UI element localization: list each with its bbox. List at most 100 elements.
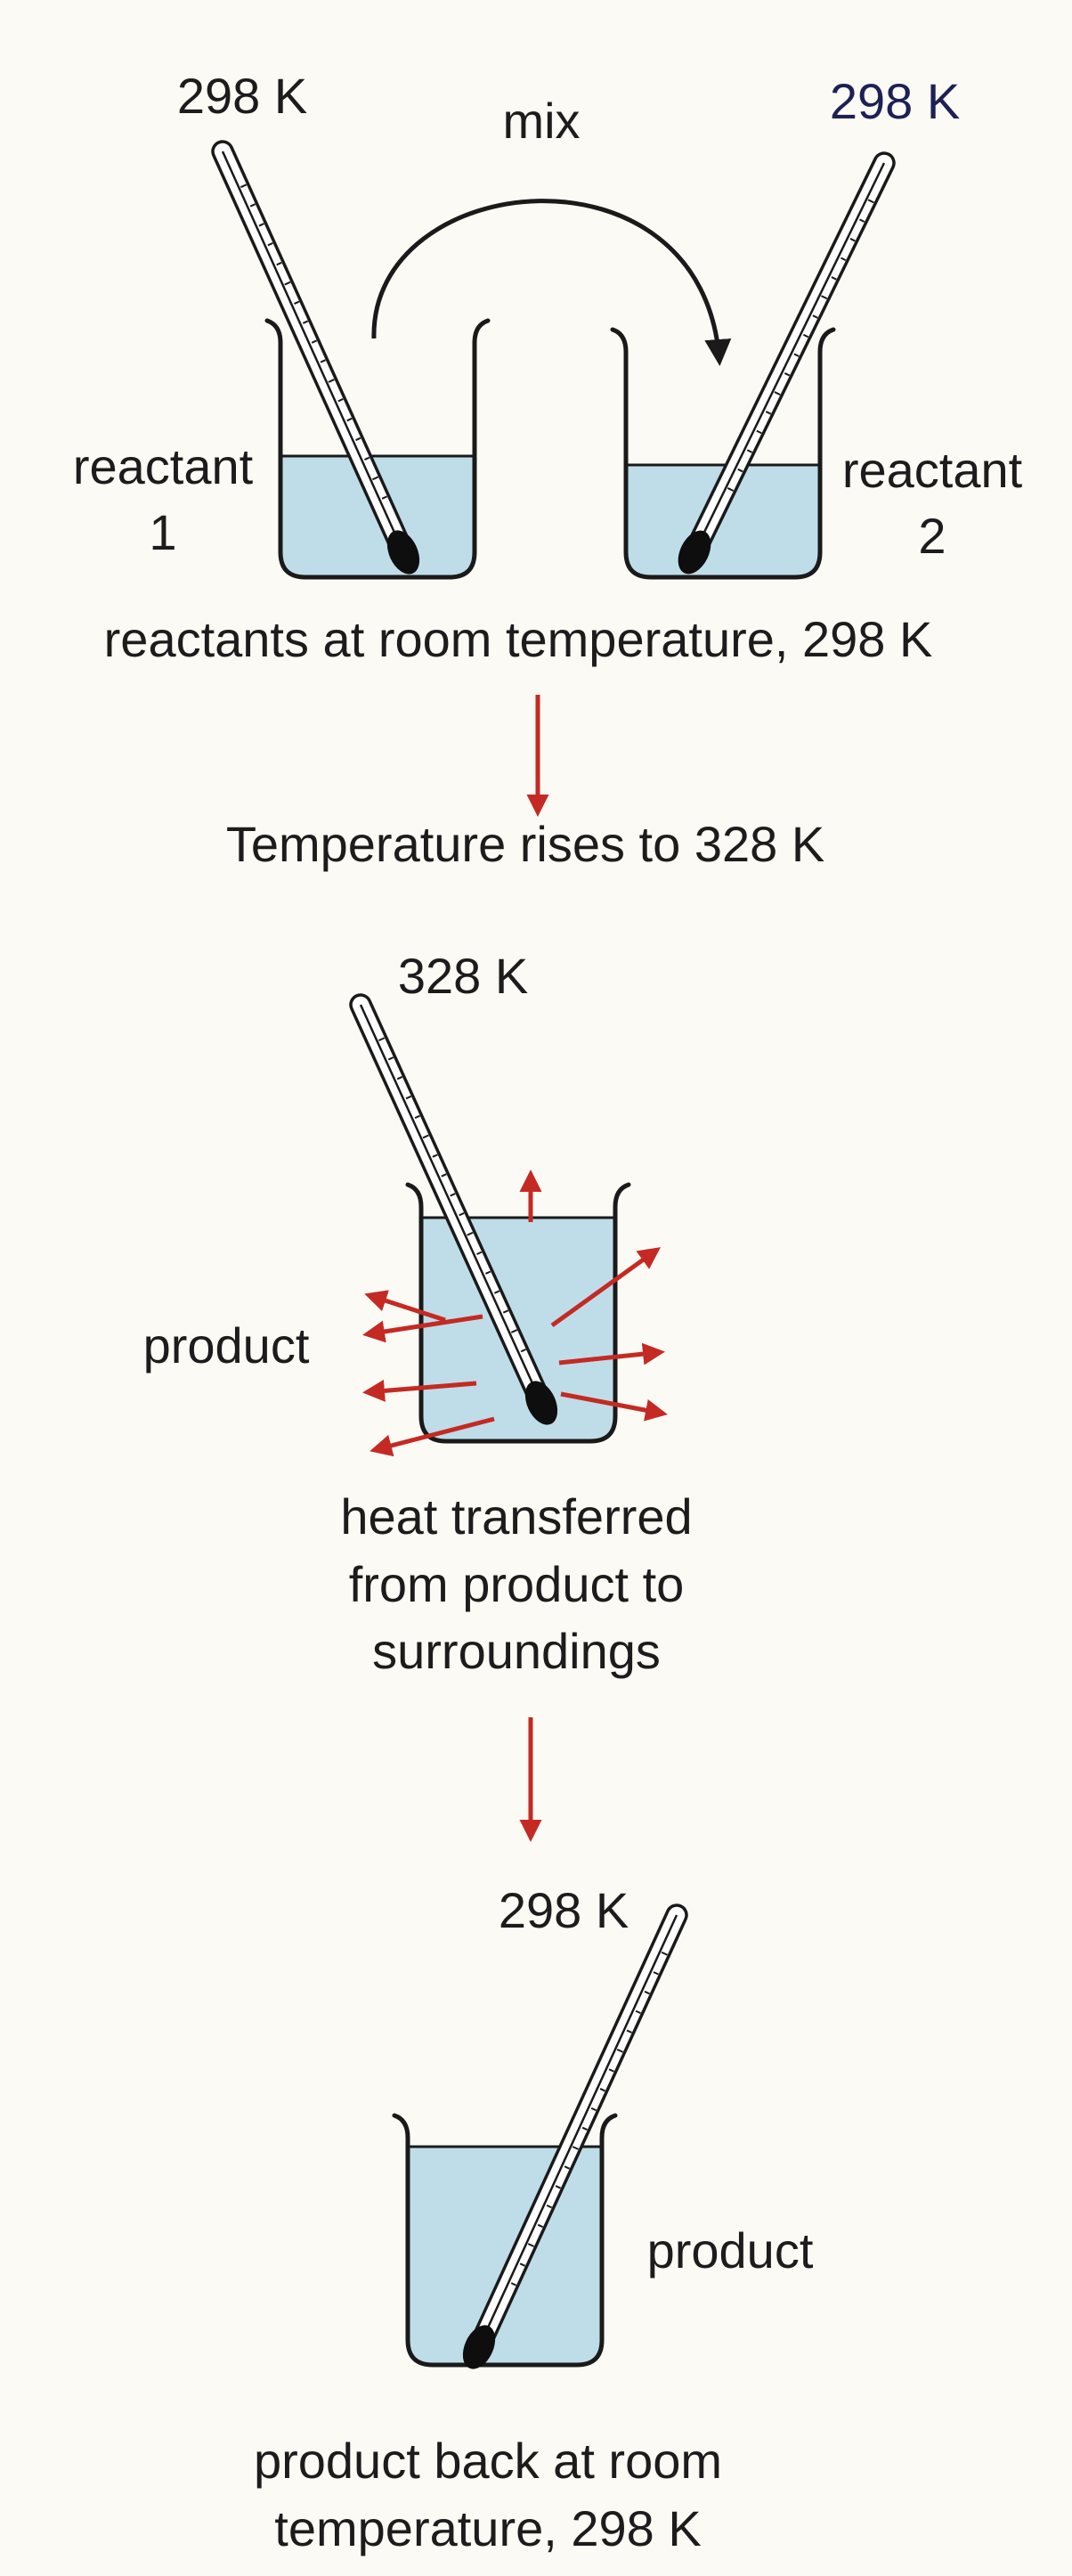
thermometer-tick (249, 203, 256, 208)
stage3-caption: product back at room temperature, 298 K (253, 2433, 723, 2556)
thermometer-tick (821, 295, 828, 300)
heat-arrow-icon (550, 1247, 662, 1328)
thermometer-tick (831, 276, 837, 281)
thermometer-tick (240, 183, 248, 189)
thermometer-tick (616, 2048, 623, 2053)
thermometer-bulb (386, 530, 420, 575)
thermometer-tick (450, 1193, 456, 1197)
thermometer-tick (635, 2009, 641, 2015)
thermometer-tick (555, 2185, 562, 2189)
reactant-2-number: 2 (918, 508, 946, 564)
thermometer-tick (276, 261, 282, 266)
thermometer-tick (537, 2223, 544, 2229)
thermometer-capillary (221, 151, 397, 537)
thermometer-tick (520, 1348, 526, 1353)
thermometer-tick (849, 238, 856, 242)
heat-arrow-icon (370, 1416, 495, 1457)
thermometer-tick (320, 359, 326, 363)
thermometer-tick (527, 2243, 535, 2247)
thermometer-tick (467, 1231, 474, 1236)
thermometer-tick (363, 456, 370, 461)
thermometer-tick (840, 257, 847, 262)
thermometer-icon-reactant-2 (678, 151, 896, 575)
thermometer-tick (867, 199, 874, 204)
thermometer-tick (294, 300, 300, 305)
thermometer-tick (381, 495, 388, 500)
thermometer-icon-hot (349, 993, 558, 1425)
thermometer-tick (765, 411, 772, 415)
thermometer-tick (572, 2146, 579, 2150)
thermometer-capillary (485, 1914, 678, 2332)
thermometer-tick (727, 487, 735, 492)
thermometer-tick (746, 449, 753, 453)
thermometer-tick (546, 2204, 553, 2209)
thermometer-temp-reactant-1: 298 K (176, 68, 308, 124)
thermometer-tick (661, 1951, 668, 1956)
thermometer-tick (653, 1971, 659, 1976)
thermometer-bulb (462, 2325, 496, 2369)
heat-arrow-icon (364, 1290, 446, 1323)
stage1-caption: reactants at room temperature, 298 K (103, 611, 933, 667)
heat-arrow-icon (558, 1342, 665, 1365)
mix-arrow-icon (371, 199, 732, 366)
thermometer-tick (476, 1251, 483, 1256)
thermometer-tick (405, 1095, 411, 1100)
thermometer-tick (371, 476, 379, 481)
thermometer-tick (784, 372, 791, 377)
thermometer-tick (284, 281, 291, 286)
stage2-caption: heat transferred from product to surroun… (340, 1488, 693, 1680)
thermometer-temp-reactant-2: 298 K (829, 73, 961, 129)
thermometer-tick (337, 398, 344, 403)
thermometer-tick (387, 1056, 394, 1061)
thermometer-tick (802, 333, 809, 338)
thermometer-temp-cooled: 298 K (498, 1882, 629, 1938)
thermometer-icon-reactant-1 (211, 140, 420, 575)
thermometer-tick (485, 1270, 491, 1275)
product-label-hot: product (142, 1317, 310, 1374)
product-label-cooled: product (646, 2222, 814, 2278)
thermometer-capillary (701, 162, 886, 537)
thermometer-tick (774, 391, 781, 396)
thermometer-tick (519, 2262, 526, 2267)
thermometer-tick (793, 353, 800, 357)
reactant-1-number: 1 (149, 504, 177, 560)
thermometer-tick (626, 2029, 632, 2034)
thermometer-temp-hot: 328 K (397, 948, 529, 1004)
heat-arrow-icon (362, 1314, 483, 1343)
thermometer-tick (328, 379, 335, 383)
mix-label: mix (502, 93, 581, 149)
thermometer-tick (493, 1290, 500, 1294)
thermometer-tick (302, 320, 309, 324)
thermometer-tick (599, 2088, 605, 2092)
thermometer-tick (756, 429, 762, 435)
thermometer-tick (432, 1153, 438, 1158)
heat-arrow-icon (362, 1379, 477, 1402)
thermometer-tick (355, 436, 361, 442)
thermometer-tick (378, 1037, 386, 1042)
thermometer-tick (267, 242, 273, 247)
thermometer-tick (510, 2282, 517, 2287)
thermometer-tick (311, 339, 318, 344)
thermometer-tick (510, 1329, 518, 1333)
thermometer-tick (564, 2165, 570, 2170)
thermometer-tick (608, 2068, 614, 2073)
thermometer-tick (590, 2107, 597, 2112)
thermometer-bulb (678, 530, 711, 575)
transition-caption: Temperature rises to 328 K (225, 816, 825, 872)
beaker-reactant-1 (264, 318, 491, 580)
thermometer-tick (859, 218, 865, 223)
thermometer-icon-cooled (462, 1903, 688, 2369)
thermometer-tick (414, 1114, 420, 1120)
thermometer-tick (737, 468, 743, 473)
beaker-product-cooled (392, 2113, 618, 2368)
heat-arrow-icon (560, 1391, 668, 1422)
thermometer-tick (581, 2126, 588, 2131)
thermometer-tick (644, 1990, 650, 1995)
thermometer-tick (396, 1076, 403, 1080)
thermometer-tick (422, 1134, 429, 1139)
thermometer-capillary (359, 1004, 535, 1388)
thermometer-tick (346, 417, 353, 422)
thermometer-tick (258, 223, 264, 227)
